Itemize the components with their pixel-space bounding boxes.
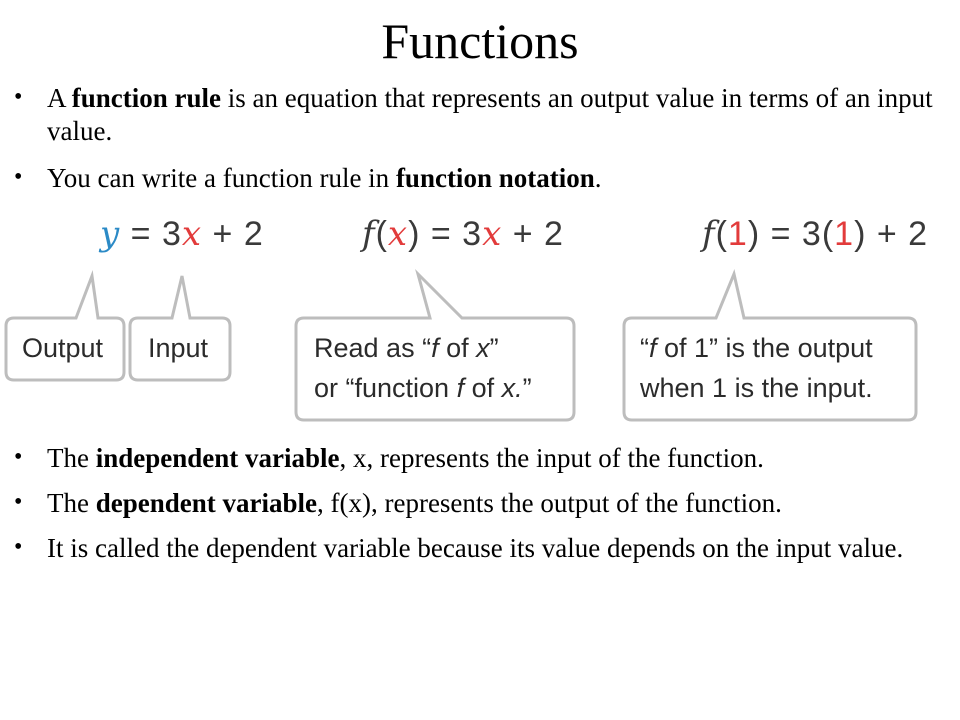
read-as-text: Read as “f of x” or “function f of x.” bbox=[314, 328, 532, 408]
input-label: Input bbox=[148, 333, 209, 363]
equation-fx: f(x) = 3x + 2 bbox=[362, 214, 564, 254]
bullet-icon: • bbox=[14, 164, 23, 190]
text-part: or “function bbox=[314, 373, 457, 403]
text-part: f bbox=[431, 333, 439, 363]
text-segment: , x, represents the input of the functio… bbox=[339, 443, 764, 473]
read-as-line-1: Read as “f of x” bbox=[314, 328, 532, 368]
bullet-icon: • bbox=[14, 84, 23, 110]
output-label: Output bbox=[22, 333, 104, 363]
f-of-1-text: “f of 1” is the output when 1 is the inp… bbox=[640, 328, 873, 408]
bullet-list-top: • A function rule is an equation that rep… bbox=[14, 82, 954, 209]
bullet-text: It is called the dependent variable beca… bbox=[47, 533, 903, 563]
text-part: “ bbox=[640, 333, 649, 363]
equation-f1: f(1) = 3(1) + 2 bbox=[702, 214, 928, 254]
function-name: f bbox=[702, 214, 716, 254]
text-part: f bbox=[456, 373, 465, 403]
f-of-1-callout-box bbox=[622, 269, 918, 422]
text-part: x. bbox=[501, 373, 523, 403]
input-value: 1 bbox=[727, 215, 748, 253]
equation-part: = 3 bbox=[120, 215, 182, 253]
text-part: of bbox=[438, 333, 477, 363]
bullet-independent-variable: • The independent variable, x, represents… bbox=[14, 442, 954, 475]
read-as-line-2: or “function f of x.” bbox=[314, 368, 532, 408]
input-variable: x bbox=[387, 214, 409, 254]
bullet-text: The independent variable, x, represents … bbox=[47, 443, 764, 473]
equation-part: + 2 bbox=[202, 215, 264, 253]
text-part: f bbox=[649, 333, 657, 363]
bold-term: function notation bbox=[395, 163, 595, 193]
bullet-text: You can write a function rule in functio… bbox=[47, 163, 601, 193]
text-segment: . bbox=[594, 163, 602, 193]
text-part: x bbox=[476, 333, 490, 363]
function-name: f bbox=[362, 214, 376, 254]
bold-term: function rule bbox=[71, 83, 222, 113]
equation-y: y = 3x + 2 bbox=[100, 214, 264, 254]
equation-part: ( bbox=[375, 215, 388, 253]
text-part: of 1” is the output bbox=[656, 333, 873, 363]
bold-term: dependent variable bbox=[95, 488, 317, 518]
bullet-function-rule: • A function rule is an equation that rep… bbox=[14, 82, 954, 148]
bullet-dependent-explanation: • It is called the dependent variable bec… bbox=[14, 532, 954, 565]
text-part: ” bbox=[522, 373, 532, 403]
f-of-1-line-2: when 1 is the input. bbox=[640, 373, 873, 403]
text-segment: , f(x), represents the output of the fun… bbox=[317, 488, 782, 518]
f-of-1-line-1: “f of 1” is the output bbox=[640, 328, 873, 368]
text-part: Read as “ bbox=[314, 333, 432, 363]
function-notation-diagram: y = 3x + 2 f(x) = 3x + 2 f(1) = 3(1) + 2… bbox=[0, 208, 960, 430]
text-segment: It is called the dependent variable beca… bbox=[47, 533, 904, 563]
text-segment: is an equation that represents an output… bbox=[47, 83, 933, 146]
equation-part: ( bbox=[715, 215, 728, 253]
bullet-dependent-variable: • The dependent variable, f(x), represent… bbox=[14, 487, 954, 520]
equation-part: ) = 3( bbox=[747, 215, 835, 253]
output-callout-box bbox=[4, 270, 126, 382]
bold-term: independent variable bbox=[95, 443, 340, 473]
input-value: 1 bbox=[834, 215, 855, 253]
bullet-function-notation: • You can write a function rule in functi… bbox=[14, 162, 954, 195]
text-segment: A bbox=[47, 83, 72, 113]
bullet-text: A function rule is an equation that repr… bbox=[47, 83, 933, 146]
read-as-callout-box bbox=[294, 268, 576, 422]
equation-part: + 2 bbox=[502, 215, 564, 253]
output-variable: y bbox=[100, 214, 121, 254]
callout-boxes bbox=[4, 268, 918, 422]
input-callout-box bbox=[128, 275, 232, 382]
equation-part: ) + 2 bbox=[854, 215, 929, 253]
input-variable: x bbox=[482, 214, 503, 254]
text-part: of bbox=[464, 373, 502, 403]
bullet-text: The dependent variable, f(x), represents… bbox=[47, 488, 782, 518]
equation-part: ) = 3 bbox=[408, 215, 483, 253]
bullet-list-bottom: • The independent variable, x, represents… bbox=[14, 442, 954, 577]
bullet-icon: • bbox=[14, 489, 23, 515]
text-segment: You can write a function rule in bbox=[47, 163, 396, 193]
text-segment: The bbox=[47, 443, 96, 473]
bullet-icon: • bbox=[14, 444, 23, 470]
bullet-icon: • bbox=[14, 534, 23, 560]
text-part: ” bbox=[489, 333, 499, 363]
slide-title: Functions bbox=[381, 13, 579, 69]
input-variable: x bbox=[181, 214, 203, 254]
text-segment: The bbox=[47, 488, 96, 518]
